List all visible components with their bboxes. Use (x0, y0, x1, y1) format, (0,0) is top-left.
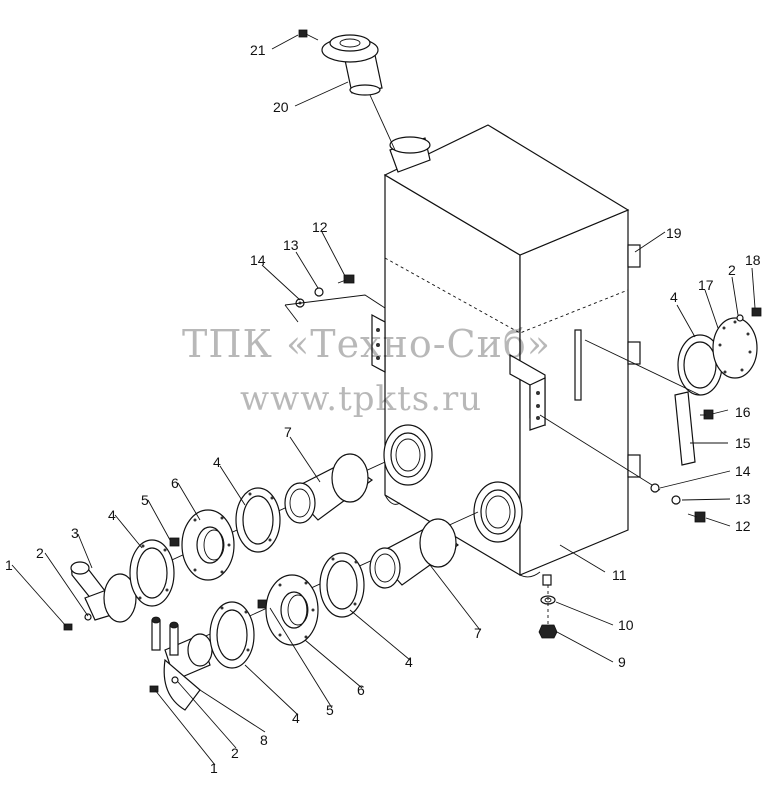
watermark-title: ТПК «Техно-Сиб» (182, 322, 551, 366)
pipe-7-b (369, 518, 460, 589)
flange-6-b (265, 574, 319, 646)
callout-8: 8 (260, 732, 268, 748)
callout-1-left: 1 (5, 557, 13, 573)
side-strap (574, 329, 582, 401)
callout-19: 19 (666, 225, 682, 241)
callout-6-lower: 6 (357, 682, 365, 698)
tank-port-upper (383, 424, 433, 486)
callout-13: 13 (283, 237, 299, 253)
callout-4-upper-b: 4 (213, 454, 221, 470)
callout-17: 17 (698, 277, 714, 293)
washer-2-a (84, 613, 92, 621)
washer-2-b (171, 676, 179, 684)
breather-screw (298, 29, 319, 41)
callout-2-left: 2 (36, 545, 44, 561)
side-cover (712, 317, 758, 379)
clamp-bar (674, 391, 696, 466)
flange-6-a (181, 509, 235, 581)
bolt-5-a (169, 537, 180, 547)
bolt-1-b (149, 685, 159, 693)
leader-lines (11, 34, 756, 766)
callout-7-lower: 7 (474, 625, 482, 641)
callout-4-lower-a: 4 (292, 710, 300, 726)
callout-18: 18 (745, 252, 761, 268)
callout-15: 15 (735, 435, 751, 451)
callout-14-right: 14 (735, 463, 751, 479)
callout-4-right: 4 (670, 289, 678, 305)
tank-bracket-center (509, 353, 546, 431)
filler-neck (389, 136, 431, 173)
callout-6-upper: 6 (171, 475, 179, 491)
gasket-4-b (235, 487, 281, 553)
callout-11: 11 (612, 567, 627, 583)
watermark-url: www.tpkts.ru (240, 379, 482, 419)
gasket-4-a (129, 539, 175, 607)
callout-7-upper: 7 (284, 424, 292, 440)
drain-plug (538, 624, 558, 639)
gasket-4-c (209, 601, 255, 669)
callout-20: 20 (273, 99, 289, 115)
elbow-flange (103, 573, 137, 623)
pipe-7-a (284, 453, 374, 524)
callout-4-upper-a: 4 (108, 507, 116, 523)
callout-5-upper: 5 (141, 492, 149, 508)
callout-12: 12 (312, 219, 328, 235)
callout-3: 3 (71, 525, 79, 541)
callout-16: 16 (735, 404, 751, 420)
callout-4-lower-b: 4 (405, 654, 413, 670)
tank-bracket-left (371, 313, 386, 374)
tank-port-lower (473, 481, 523, 543)
callout-5-lower: 5 (326, 702, 334, 718)
callout-1-bottom: 1 (210, 760, 218, 776)
callout-2-bottom: 2 (231, 745, 239, 761)
callout-2-right: 2 (728, 262, 736, 278)
bolt-16 (700, 409, 714, 420)
bolt-set-upper (284, 274, 386, 323)
callout-21: 21 (250, 42, 266, 58)
callout-9: 9 (618, 654, 626, 670)
callout-14: 14 (250, 252, 266, 268)
callout-labels: 21 20 14 13 12 19 18 17 2 4 16 15 14 13 … (5, 42, 761, 776)
callout-10: 10 (618, 617, 634, 633)
twin-nozzle-fitting (151, 616, 213, 711)
side-cover-bolts (736, 307, 762, 322)
gasket-4-d (319, 552, 365, 618)
callout-13-right: 13 (735, 491, 751, 507)
bolt-1-a (63, 623, 73, 631)
bolt-set-right (539, 414, 706, 523)
callout-12-right: 12 (735, 518, 751, 534)
breather-pipe (321, 34, 396, 151)
